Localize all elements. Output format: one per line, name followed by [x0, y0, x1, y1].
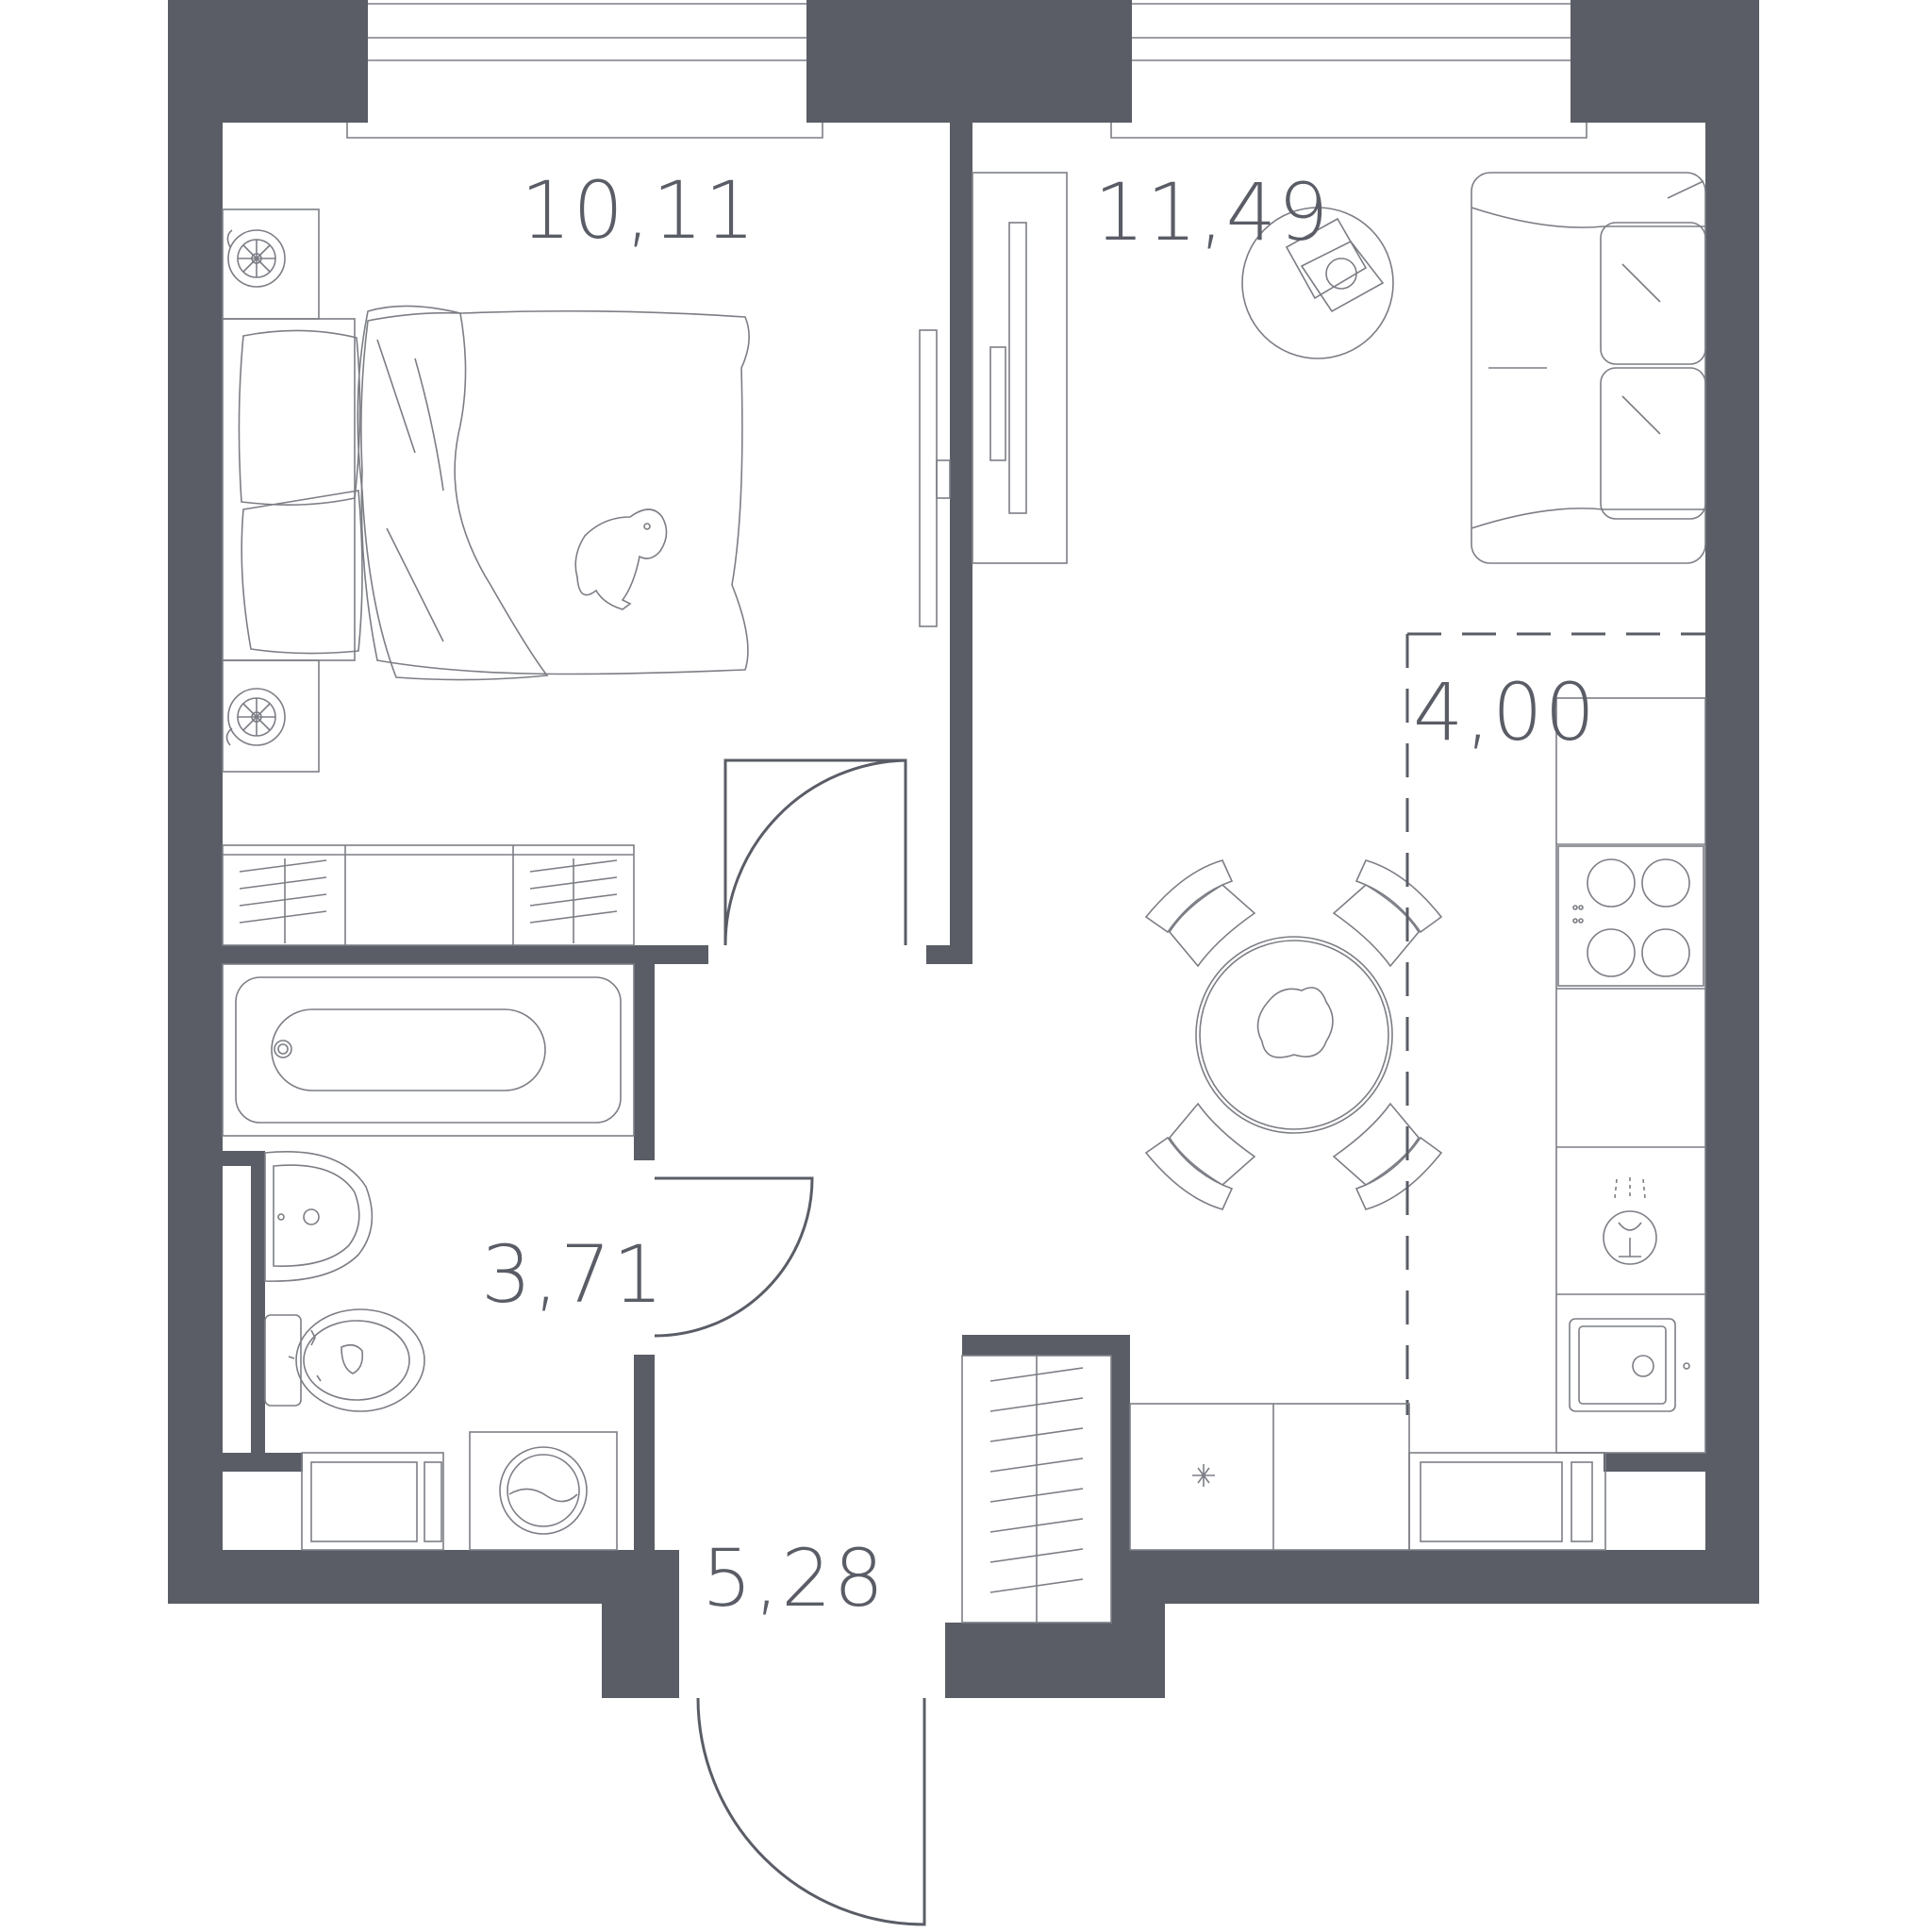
duvet: [360, 309, 750, 675]
sofa: [1471, 172, 1706, 564]
flower-icon: [1256, 987, 1334, 1058]
kitchen: [1405, 632, 1706, 1454]
washing-machine: [469, 1431, 618, 1551]
bedroom-door: [723, 758, 907, 945]
bathroom-fixtures: [222, 963, 814, 1551]
shoe-cabinet: [1129, 1403, 1410, 1551]
pillow: [238, 329, 361, 506]
bath-radiator: [301, 1452, 444, 1551]
area-label-bedroom: 10,11: [521, 164, 756, 257]
dining-chair: [1144, 1102, 1256, 1210]
lamp-icon: [226, 229, 286, 288]
dining-chair: [1332, 1102, 1443, 1210]
bathroom-sink: [264, 1150, 374, 1282]
room-labels: 10,11 11,49 4,00 3,71 5,28: [481, 164, 1597, 1624]
hall-wardrobe: [961, 1355, 1112, 1624]
tv: [919, 329, 938, 627]
toilet: [264, 1308, 425, 1412]
bathroom-door: [654, 1176, 814, 1338]
dining-chair: [1144, 859, 1256, 968]
walls: [168, 0, 1759, 1698]
area-label-living: 11,49: [1094, 166, 1330, 258]
area-label-kitchen: 4,00: [1413, 666, 1597, 758]
pillow: [241, 490, 363, 655]
tv-stand: [972, 172, 1068, 564]
bathtub: [222, 963, 635, 1137]
dog-icon: [574, 508, 668, 610]
dishwasher-icon: [1603, 1177, 1657, 1265]
bed-headboard: [222, 318, 356, 661]
cooktop: [1557, 845, 1704, 987]
bedroom-furniture: [222, 208, 951, 946]
bedroom-wardrobe: [222, 844, 635, 946]
entrance-door: [696, 1697, 926, 1926]
window-living: [1110, 3, 1587, 139]
nightstand-top: [222, 208, 320, 320]
area-label-hall: 5,28: [702, 1532, 886, 1624]
living-radiator: [1408, 1452, 1606, 1551]
kitchen-counter: [1555, 697, 1706, 1454]
dining-table: [1195, 936, 1393, 1134]
dining-chair: [1332, 859, 1443, 968]
window-bedroom: [346, 3, 823, 139]
windows: [346, 3, 1587, 139]
living-furniture: [972, 172, 1706, 1210]
area-label-bathroom: 3,71: [481, 1228, 665, 1321]
coffee-table: [1241, 207, 1394, 359]
sink: [1569, 1318, 1690, 1412]
lamp-icon: [225, 688, 286, 746]
hall-furniture: [696, 1355, 1606, 1926]
